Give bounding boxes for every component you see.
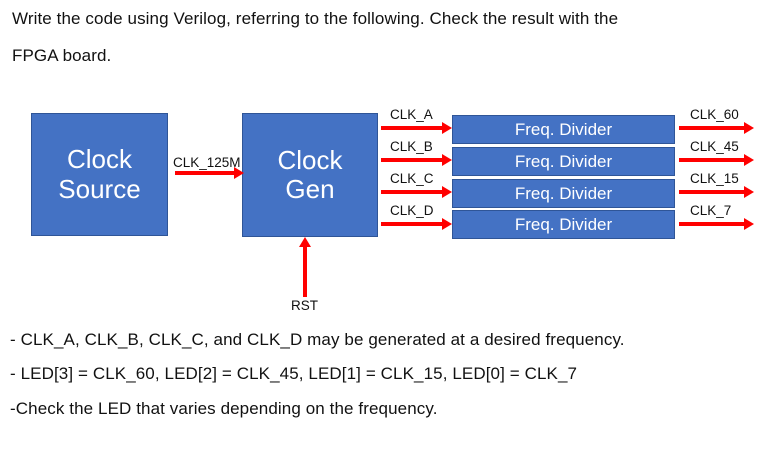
- arrow-clk-60-icon: [679, 122, 754, 134]
- block-freq-divider: Freq. Divider: [452, 179, 675, 208]
- signal-label-rst: RST: [291, 298, 318, 313]
- block-clock-source: Clock Source: [31, 113, 168, 236]
- arrow-clk-b-icon: [381, 154, 452, 166]
- signal-label-clk-60: CLK_60: [690, 107, 739, 122]
- block-clock-gen: Clock Gen: [242, 113, 378, 237]
- block-freq-divider: Freq. Divider: [452, 147, 675, 176]
- block-freq-divider: Freq. Divider: [452, 210, 675, 239]
- arrow-rst-icon: [299, 237, 311, 297]
- signal-label-clk-a: CLK_A: [390, 107, 433, 122]
- arrow-clk-c-icon: [381, 186, 452, 198]
- signal-label-clk-c: CLK_C: [390, 171, 434, 186]
- arrow-clk-7-icon: [679, 218, 754, 230]
- intro-text-line-1: Write the code using Verilog, referring …: [12, 9, 619, 28]
- signal-label-clk-15: CLK_15: [690, 171, 739, 186]
- arrow-clk-45-icon: [679, 154, 754, 166]
- signal-label-clk-45: CLK_45: [690, 139, 739, 154]
- signal-label-clk-d: CLK_D: [390, 203, 434, 218]
- arrow-clk-15-icon: [679, 186, 754, 198]
- note-text-line-3: -Check the LED that varies depending on …: [10, 399, 438, 418]
- signal-label-clk-7: CLK_7: [690, 203, 732, 218]
- arrow-clk-d-icon: [381, 218, 452, 230]
- block-freq-divider: Freq. Divider: [452, 115, 675, 144]
- signal-label-clk-125m: CLK_125M: [173, 155, 241, 170]
- signal-label-clk-b: CLK_B: [390, 139, 433, 154]
- note-text-line-2: - LED[3] = CLK_60, LED[2] = CLK_45, LED[…: [10, 364, 578, 383]
- block-diagram: Clock Source Clock Gen Freq. Divider Fre…: [0, 95, 760, 320]
- arrow-clk-a-icon: [381, 122, 452, 134]
- note-text-line-1: - CLK_A, CLK_B, CLK_C, and CLK_D may be …: [10, 330, 625, 349]
- arrow-clk-125m-icon: [175, 167, 244, 179]
- intro-text-line-2: FPGA board.: [12, 46, 112, 65]
